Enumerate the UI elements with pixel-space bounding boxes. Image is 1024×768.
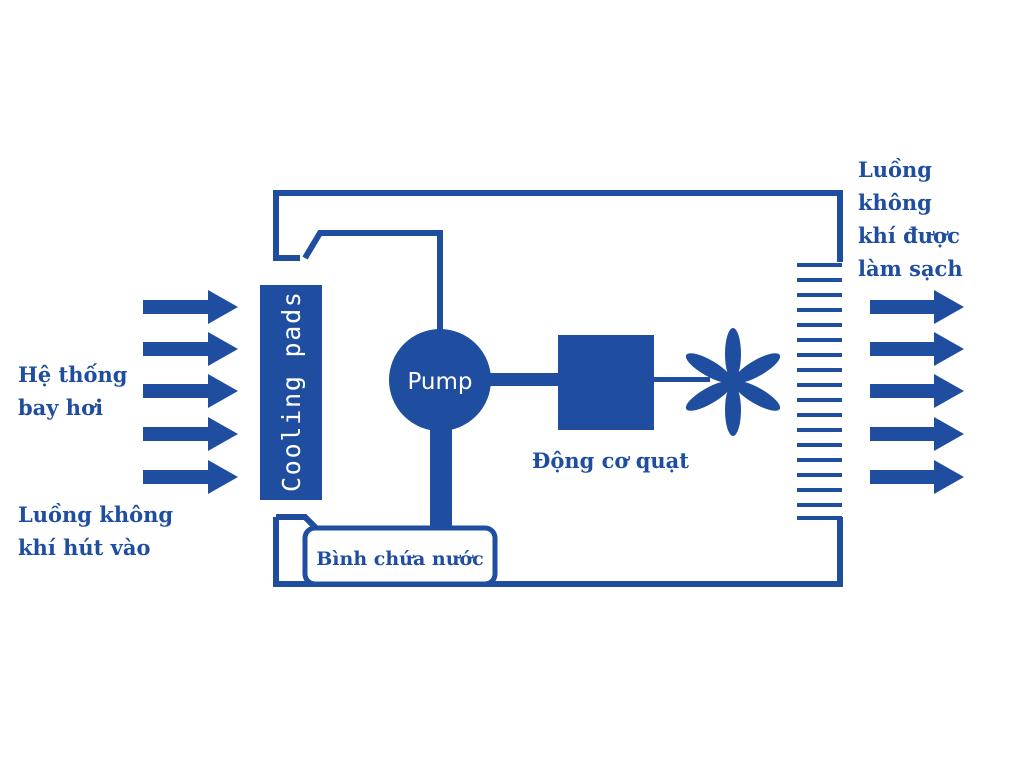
- right-arrow-icon: [143, 460, 238, 494]
- intake-system-label: Hệ thống bay hơi: [18, 358, 127, 424]
- intake-air-line-1: Luồng không: [18, 502, 174, 527]
- right-arrow-icon: [143, 290, 238, 324]
- pump: [389, 329, 491, 431]
- right-arrow-icon: [870, 460, 964, 494]
- right-arrow-icon: [143, 374, 238, 408]
- right-arrow-icon: [870, 374, 964, 408]
- outlet-grille: [797, 263, 842, 520]
- intake-system-line-1: Hệ thống: [18, 362, 128, 387]
- outlet-arrows: [870, 290, 964, 494]
- tank-step: [276, 514, 319, 531]
- clean-air-line-2: không: [858, 190, 932, 215]
- pump-label: Pump: [407, 369, 472, 395]
- intake-air-line-2: khí hút vào: [18, 535, 151, 560]
- pump-stand: [430, 420, 452, 530]
- water-pipe: [302, 230, 443, 340]
- clean-air-line-3: khí được: [858, 223, 960, 248]
- right-arrow-icon: [143, 332, 238, 366]
- cooling-pads: [260, 285, 322, 500]
- housing-bottom: [273, 517, 843, 587]
- clean-air-line-1: Luồng: [858, 157, 932, 182]
- fan-motor-label: Động cơ quạt: [532, 448, 689, 473]
- inlet-arrows: [143, 290, 238, 494]
- water-tank-label: Bình chứa nước: [316, 548, 484, 570]
- water-tank: [302, 525, 498, 587]
- shaft-pump-motor: [480, 373, 560, 386]
- clean-air-line-4: làm sạch: [858, 256, 963, 281]
- clean-air-label: Luồng không khí được làm sạch: [858, 153, 963, 285]
- intake-air-label: Luồng không khí hút vào: [18, 498, 173, 564]
- cooling-pads-label: Cooling pads: [277, 292, 306, 492]
- housing-top: [273, 190, 843, 262]
- intake-system-line-2: bay hơi: [18, 395, 104, 420]
- right-arrow-icon: [870, 417, 964, 451]
- fan-blades-icon: [685, 328, 781, 436]
- shaft-motor-fan: [650, 377, 710, 382]
- right-arrow-icon: [143, 417, 238, 451]
- fan-motor: [558, 335, 654, 430]
- right-arrow-icon: [870, 290, 964, 324]
- right-arrow-icon: [870, 332, 964, 366]
